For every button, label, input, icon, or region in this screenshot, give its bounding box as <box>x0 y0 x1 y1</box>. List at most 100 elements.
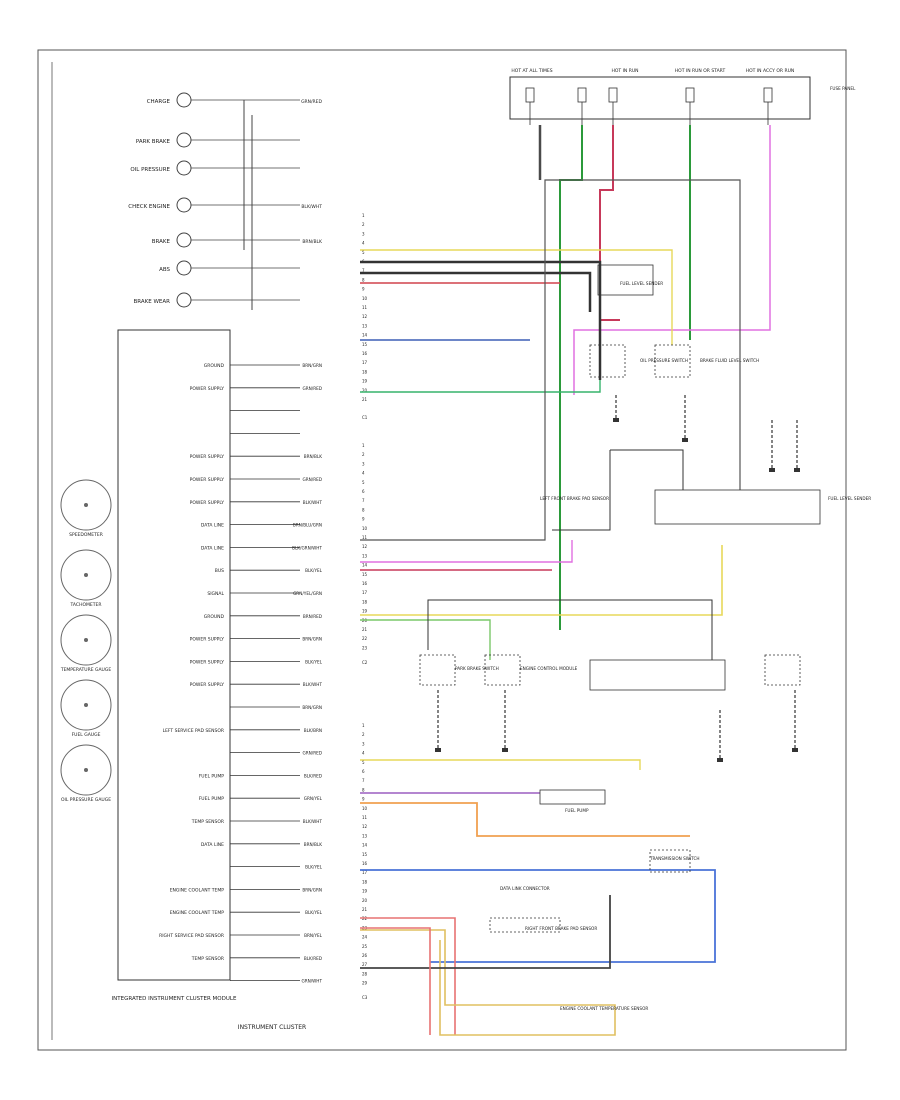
module-pin-label: POWER SUPPLY <box>190 500 225 506</box>
gauge-label: FUEL GAUGE <box>72 732 101 738</box>
module-pin-wire-color: BRN/BLK <box>304 842 323 847</box>
connector-pin-number: 11 <box>362 815 368 820</box>
connector-pin-number: 19 <box>362 379 368 384</box>
module-pin-wire-color: BRN/BLK <box>304 454 323 459</box>
fuse-panel-box <box>509 76 811 120</box>
connector-pin-number: 9 <box>362 517 365 522</box>
gauge-needle-hub <box>84 573 88 577</box>
connector-pin-number: 14 <box>362 333 368 338</box>
top-label: HOT IN RUN <box>611 68 638 74</box>
module-pin-wire-color: BLK/YEL <box>305 910 323 915</box>
connector-pin-number: 29 <box>362 981 368 986</box>
connector-pin-number: 16 <box>362 581 368 586</box>
ground-terminal <box>435 748 441 752</box>
connector-pin-number: 24 <box>362 935 368 940</box>
black-bus-3 <box>360 895 611 969</box>
connector-pin-number: 10 <box>362 526 368 531</box>
right-pad-sensor-box <box>489 917 561 933</box>
indicator-label: ABS <box>159 267 170 273</box>
indicator-label: PARK BRAKE <box>136 139 171 145</box>
connector-pin-number: 17 <box>362 870 368 875</box>
indicator-label: BRAKE <box>152 239 171 245</box>
connector-pin-number: 19 <box>362 889 368 894</box>
connector-pin-number: 2 <box>362 452 365 457</box>
module-pin-label: LEFT SERVICE PAD SENSOR <box>163 728 224 734</box>
connector-pin-number: 20 <box>362 388 368 393</box>
connector-ref: C3 <box>362 995 368 1000</box>
connector-ref: C2 <box>362 660 368 665</box>
indicator-label: CHECK ENGINE <box>128 204 170 210</box>
connector-pin-number: 17 <box>362 590 368 595</box>
module-pin-22: BLK/YEL <box>230 865 323 870</box>
fuse-element <box>577 87 587 103</box>
component-label: FUSE PANEL <box>830 86 856 91</box>
connector-pin-number: 19 <box>362 609 368 614</box>
module-pin-wire-color: BLK/WHT <box>303 500 323 505</box>
oil-can-icon <box>176 160 192 176</box>
top-label: HOT IN RUN OR START <box>675 68 726 74</box>
connector-pin-number: 12 <box>362 314 368 319</box>
module-pin-27: GRN/WHT <box>230 979 322 984</box>
module-pin-wire-color: BLK/WHT <box>303 682 323 687</box>
ground-terminal <box>769 468 775 472</box>
pink-wire-2 <box>360 540 573 563</box>
module-pin-4: POWER SUPPLY BRN/BLK <box>190 454 323 460</box>
connector-pin-number: 16 <box>362 351 368 356</box>
gauge-label: TACHOMETER <box>70 602 102 608</box>
module-pin-wire-color: BLK/BRN <box>304 728 322 733</box>
top-label: HOT AT ALL TIMES <box>511 68 552 74</box>
module-pin-label: ENGINE COOLANT TEMP <box>170 910 225 916</box>
ground-terminal <box>682 438 688 442</box>
module-pin-label: ENGINE COOLANT TEMP <box>170 887 225 893</box>
module-pin-label: POWER SUPPLY <box>190 659 225 665</box>
gauge-needle-hub <box>84 638 88 642</box>
connector-pin-number: 4 <box>362 471 365 476</box>
connector-pin-number: 23 <box>362 645 368 650</box>
module-pin-wire-color: BLK/RED <box>304 773 322 778</box>
connector-pin-number: 18 <box>362 879 368 884</box>
module-pin-label: GROUND <box>204 363 225 369</box>
component-label: TRANSMISSION SWITCH <box>649 856 700 861</box>
data-link-box <box>589 659 726 691</box>
connector-pin-number: 13 <box>362 323 368 328</box>
gauge-2: TEMPERATURE GAUGE <box>60 614 112 673</box>
ground-terminal <box>794 468 800 472</box>
component-label: ENGINE CONTROL MODULE <box>520 666 578 671</box>
module-pin-label: POWER SUPPLY <box>190 454 225 460</box>
module-pin-label: POWER SUPPLY <box>190 682 225 688</box>
connector-pin-number: 15 <box>362 852 368 857</box>
fuel-pump-box <box>539 789 606 805</box>
connector-pin-number: 1 <box>362 213 365 218</box>
abs-icon <box>176 260 192 276</box>
orange-wire <box>360 802 690 837</box>
gauge-needle-hub <box>84 768 88 772</box>
connector-pin-number: 18 <box>362 369 368 374</box>
connector-pin-number: 12 <box>362 544 368 549</box>
module-pin-15: BRN/GRN <box>230 705 322 710</box>
connector-pin-number: 26 <box>362 953 368 958</box>
connector-pin-number: 14 <box>362 563 368 568</box>
connector-pin-number: 8 <box>362 277 365 282</box>
module-pin-wire-color: BRN/BLU/GRN <box>293 523 322 528</box>
connector-pin-number: 22 <box>362 636 368 641</box>
module-pin-label: FUEL PUMP <box>199 796 225 802</box>
connector-pin-number: 6 <box>362 489 365 494</box>
component-label: FUEL LEVEL SENDER <box>620 281 663 286</box>
component-label: RIGHT FRONT BRAKE PAD SENSOR <box>525 926 597 931</box>
gauge-label: TEMPERATURE GAUGE <box>60 667 111 673</box>
connector-pin-number: 20 <box>362 898 368 903</box>
module-pin-wire-color: BRN/GRN <box>302 637 322 642</box>
module-pin-wire-color: BLK/YEL <box>305 568 323 573</box>
engine-control-module-box <box>654 489 821 525</box>
indicator-label: CHARGE <box>147 99 171 105</box>
connector-pin-number: 4 <box>362 751 365 756</box>
gauge-1: TACHOMETER <box>60 549 112 608</box>
park-brake-switch-box <box>484 654 521 686</box>
